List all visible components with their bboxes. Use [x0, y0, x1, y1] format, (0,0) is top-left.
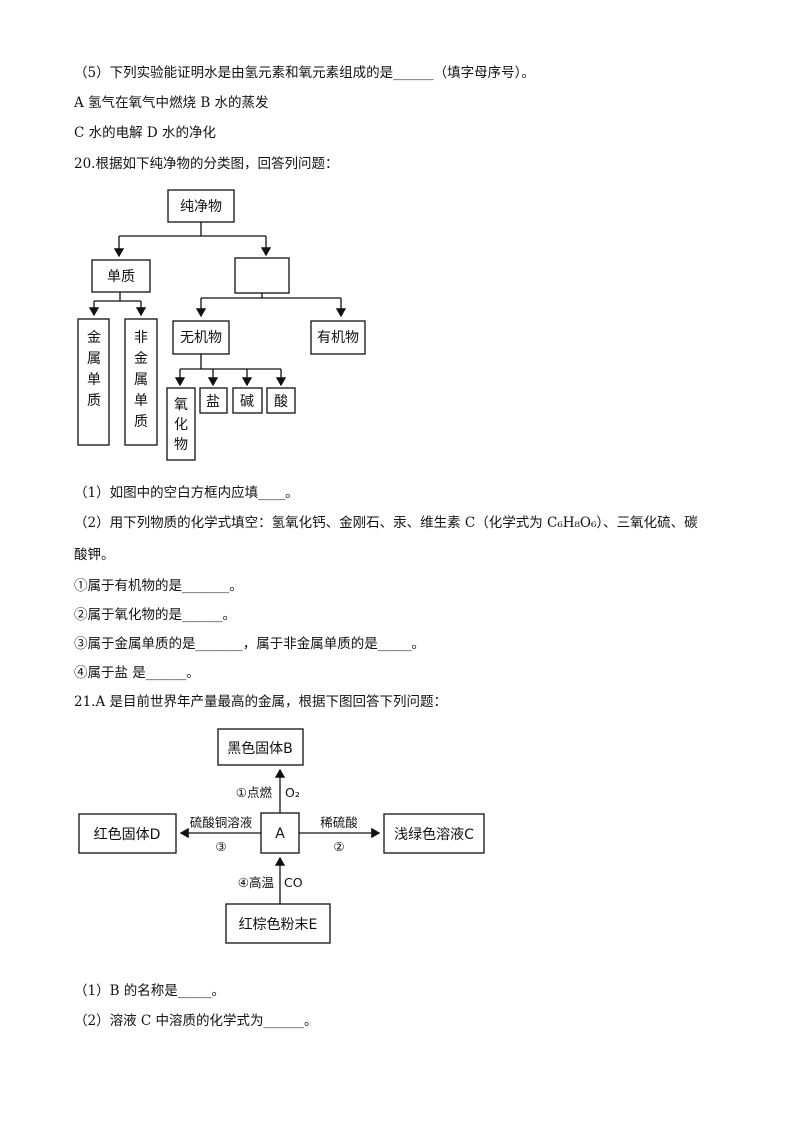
inorganic-label: 无机物 — [180, 330, 222, 346]
q21-part1: （1）B 的名称是_____。 — [74, 983, 226, 999]
nonmetal-char-3: 属 — [134, 372, 148, 388]
q20-part2-line2: 酸钾。 — [74, 547, 115, 563]
salt-label: 盐 — [206, 394, 220, 410]
nonmetal-char-4: 单 — [134, 393, 148, 409]
metal-char-4: 质 — [87, 393, 101, 409]
elemental-substance-label: 单质 — [107, 269, 135, 285]
light-green-solution-c-box — [383, 813, 485, 854]
oxide-char-3: 物 — [174, 437, 188, 453]
nonmetal-char-2: 金 — [134, 351, 148, 367]
reaction2-number: ② — [333, 839, 344, 854]
reaction-diagram: 黑色固体B A ①点燃 O₂ 红色固体D 硫酸铜溶液 ③ 浅绿色溶液C 稀硫酸 … — [78, 728, 485, 944]
acid-label: 酸 — [274, 394, 288, 410]
reaction1-label: ①点燃 — [236, 785, 273, 800]
q20-sub1: ①属于有机物的是_______。 — [74, 578, 243, 594]
red-solid-d-label: 红色固体D — [94, 826, 161, 843]
reaction2-reagent: 稀硫酸 — [320, 815, 358, 830]
nonmetal-char-5: 质 — [134, 414, 148, 430]
reaction4-co: CO — [284, 875, 303, 890]
metal-char-3: 单 — [87, 372, 101, 388]
light-green-solution-c-label: 浅绿色溶液C — [394, 826, 474, 843]
red-solid-d-box — [78, 813, 177, 854]
reaction3-number: ③ — [215, 839, 226, 854]
metal-char-2: 属 — [87, 351, 101, 367]
salt-box — [199, 387, 228, 414]
metal-char-1: 金 — [87, 330, 101, 346]
q19-options-ab: A 氢气在氧气中燃烧 B 水的蒸发 — [74, 95, 269, 111]
pure-substance-label: 纯净物 — [180, 199, 222, 215]
classification-diagram: 纯净物 单质 金 属 单 质 非 金 属 单 质 无机物 有机物 氧 化 物 盐… — [77, 189, 366, 461]
nonmetal-char-1: 非 — [134, 330, 148, 346]
black-solid-b-label: 黑色固体B — [227, 740, 293, 757]
oxide-char-1: 氧 — [174, 397, 188, 413]
a-box — [260, 812, 300, 854]
oxide-box — [166, 387, 196, 461]
q20-stem: 20.根据如下纯净物的分类图，回答列问题： — [74, 156, 339, 172]
red-brown-powder-e-box — [225, 903, 331, 944]
q20-part2-line1: （2）用下列物质的化学式填空：氢氧化钙、金刚石、汞、维生素 C（化学式为 C₆H… — [74, 515, 698, 531]
pure-substance-box — [167, 189, 235, 223]
nonmetal-elemental-box — [124, 318, 158, 446]
q19-options-cd: C 水的电解 D 水的净化 — [74, 125, 217, 141]
q20-sub2: ②属于氧化物的是______。 — [74, 607, 236, 623]
q20-part1: （1）如图中的空白方框内应填____。 — [74, 485, 299, 501]
q21-part2: （2）溶液 C 中溶质的化学式为______。 — [74, 1013, 318, 1029]
reaction4-label: ④高温 — [238, 875, 275, 890]
q20-sub4: ④属于盐 是______。 — [74, 665, 200, 681]
reaction1-oxygen: O₂ — [285, 785, 300, 800]
blank-box — [234, 257, 290, 294]
a-label: A — [275, 826, 285, 842]
acid-box — [266, 387, 296, 414]
elemental-substance-box — [91, 259, 151, 293]
organic-box — [310, 320, 366, 355]
inorganic-box — [172, 320, 230, 355]
black-solid-b-box — [217, 728, 304, 766]
metal-elemental-box — [77, 318, 110, 446]
red-brown-powder-e-label: 红棕色粉末E — [239, 916, 318, 933]
base-box — [232, 387, 263, 414]
organic-label: 有机物 — [317, 330, 359, 346]
oxide-char-2: 化 — [174, 417, 188, 433]
q19-part5: （5）下列实验能证明水是由氢元素和氧元素组成的是______（填字母序号）。 — [74, 65, 535, 81]
reaction3-reagent: 硫酸铜溶液 — [190, 815, 253, 830]
q21-stem: 21.A 是目前世界年产量最高的金属，根据下图回答下列问题： — [74, 694, 448, 710]
q20-sub3: ③属于金属单质的是_______，属于非金属单质的是_____。 — [74, 636, 425, 652]
base-label: 碱 — [240, 394, 254, 410]
